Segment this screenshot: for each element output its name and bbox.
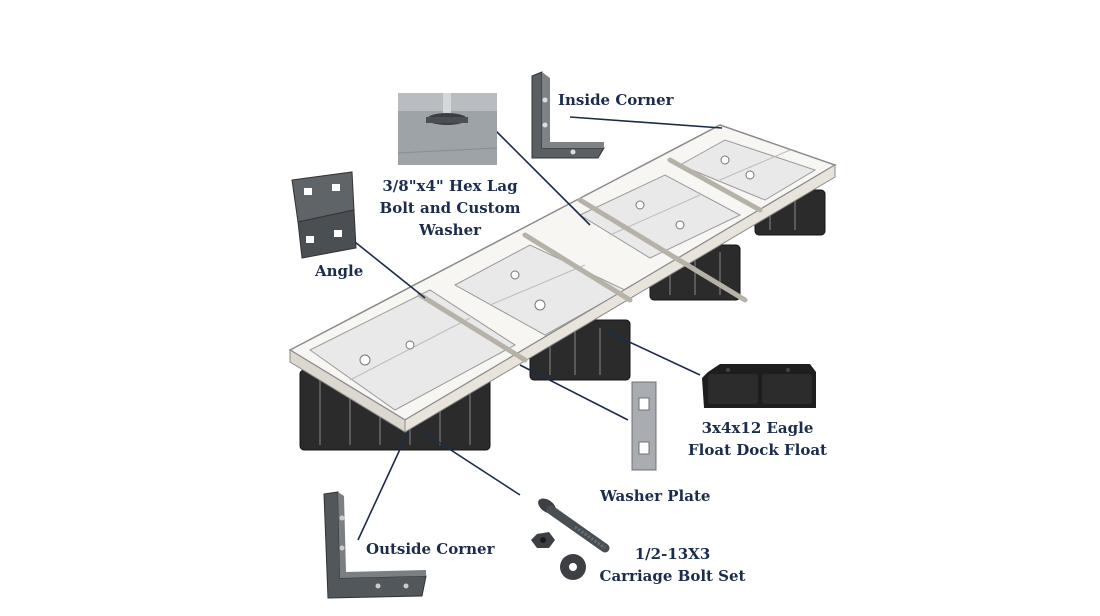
angle-bracket-icon — [291, 171, 357, 259]
outside-corner-bracket-icon — [323, 491, 427, 599]
eagle-float-label-line1: 3x4x12 Eagle — [701, 419, 814, 437]
angle-label: Angle — [315, 262, 364, 280]
hex-lag-bolt-label-line2: Bolt and Custom — [379, 199, 521, 217]
washer-plate-label: Washer Plate — [600, 487, 711, 505]
eagle-float-label: 3x4x12 Eagle Float Dock Float — [680, 417, 835, 461]
washer-plate-icon — [631, 381, 657, 471]
carriage-bolt-set-icon — [531, 498, 610, 580]
hex-lag-bolt-label-line1: 3/8"x4" Hex Lag — [382, 177, 518, 195]
outside-corner-label: Outside Corner — [366, 540, 495, 558]
inside-corner-label: Inside Corner — [558, 91, 674, 109]
dock-float-icon — [702, 364, 816, 408]
carriage-bolt-label: 1/2-13X3 Carriage Bolt Set — [595, 543, 750, 587]
hex-lag-bolt-photo — [398, 93, 497, 165]
carriage-bolt-label-line1: 1/2-13X3 — [634, 545, 711, 563]
inside-corner-bracket-icon — [531, 71, 605, 159]
hex-lag-bolt-label: 3/8"x4" Hex Lag Bolt and Custom Washer — [370, 175, 530, 241]
hex-lag-bolt-label-line3: Washer — [418, 221, 482, 239]
eagle-float-label-line2: Float Dock Float — [688, 441, 827, 459]
carriage-bolt-label-line2: Carriage Bolt Set — [599, 567, 746, 585]
